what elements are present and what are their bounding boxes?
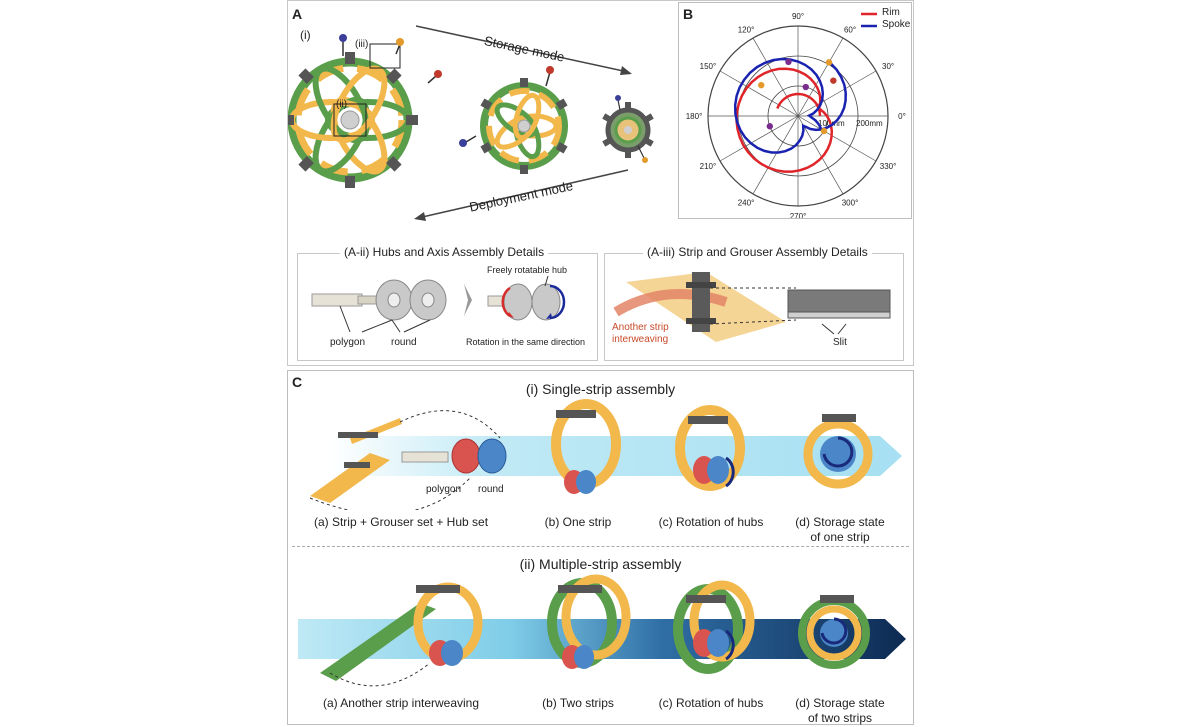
legend-rim: Rim [882, 7, 900, 18]
round-label-c: round [478, 484, 504, 495]
multi-caption-c: (c) Rotation of hubs [658, 696, 764, 710]
strip-grouser-illustration [613, 272, 891, 342]
panel-b [678, 2, 912, 219]
single-strip-illustration [309, 399, 902, 510]
polar-pin-marker [766, 123, 774, 130]
single-caption-d2: of one strip [810, 530, 870, 544]
slit-label: Slit [833, 337, 847, 348]
rotation-same-direction-label: Rotation in the same direction [466, 337, 586, 347]
section-divider [292, 546, 909, 547]
polar-angle-label: 60° [844, 25, 856, 34]
round-label-a: round [391, 337, 417, 348]
legend-spoke: Spoke [882, 19, 911, 30]
panel-c [287, 370, 914, 725]
polar-angle-label: 30° [882, 62, 894, 71]
freely-rotatable-label: Freely rotatable hub [487, 265, 568, 275]
panel-a-wheels [288, 25, 654, 221]
polar-spoke [797, 115, 844, 195]
polar-pin-marker [758, 81, 765, 89]
polygon-label-c: polygon [426, 484, 462, 495]
single-strip-title: (i) Single-strip assembly [525, 381, 676, 397]
panel-c-letter: C [292, 374, 303, 390]
label-ii: (ii) [336, 99, 348, 110]
polar-pin-marker [830, 77, 837, 84]
polar-pin-marker [802, 83, 809, 91]
box-a-iii-title: (A-iii) Strip and Grouser Assembly Detai… [643, 245, 872, 259]
panel-a-letter: A [292, 6, 303, 22]
polar-angle-label: 270° [790, 212, 807, 218]
polar-radial-label: 200mm [856, 119, 883, 128]
multi-caption-d1: (d) Storage state [795, 696, 885, 710]
panel-a-frame [287, 0, 914, 366]
polar-angle-label: 0° [898, 112, 906, 121]
polar-pin-marker [825, 59, 833, 66]
rim-curve [735, 67, 834, 173]
multi-strip-title: (ii) Multiple-strip assembly [519, 556, 682, 572]
multi-caption-d2: of two strips [807, 711, 873, 725]
spoke-curve [733, 57, 847, 154]
polar-spoke [752, 115, 799, 195]
small-wheel [602, 102, 654, 158]
polar-angle-label: 150° [700, 62, 717, 71]
multi-strip-illustration [298, 574, 906, 687]
multi-caption-b: (b) Two strips [542, 696, 614, 710]
another-strip-label-2: interweaving [612, 334, 669, 345]
large-wheel [288, 43, 418, 188]
polar-pin-marker [785, 58, 792, 66]
single-caption-d1: (d) Storage state [795, 515, 885, 529]
polar-angle-label: 120° [738, 25, 755, 34]
single-caption-b: (b) One strip [544, 515, 612, 529]
polar-spoke [797, 115, 877, 162]
box-a-ii-title: (A-ii) Hubs and Axis Assembly Details [340, 245, 549, 259]
polar-pin-marker [820, 127, 828, 135]
single-caption-a: (a) Strip + Grouser set + Hub set [313, 515, 489, 529]
panel-b-letter: B [683, 6, 694, 22]
polar-spoke [797, 37, 844, 117]
medium-wheel [480, 78, 568, 174]
polar-angle-label: 180° [686, 112, 703, 121]
polar-angle-label: 330° [880, 162, 897, 171]
polar-angle-label: 240° [738, 199, 755, 208]
polar-spoke [797, 70, 877, 117]
single-caption-c: (c) Rotation of hubs [658, 515, 764, 529]
polar-angle-label: 300° [842, 199, 859, 208]
polar-spoke [719, 115, 799, 162]
polar-spoke [752, 37, 799, 117]
polar-angle-label: 90° [792, 12, 804, 21]
label-iii: (iii) [355, 39, 369, 50]
panel-a-i-label: (i) [300, 28, 311, 42]
polygon-label-a: polygon [330, 337, 366, 348]
hub-axis-illustration [311, 275, 566, 333]
polar-angle-label: 210° [700, 162, 717, 171]
polar-plot: 0° 30° 60° 90° 120° 150° 180° 210° 240° 270° 300° 3… [686, 12, 906, 218]
multi-caption-a: (a) Another strip interweaving [322, 696, 480, 710]
another-strip-label-1: Another strip [612, 322, 669, 333]
polar-spoke [719, 70, 799, 117]
